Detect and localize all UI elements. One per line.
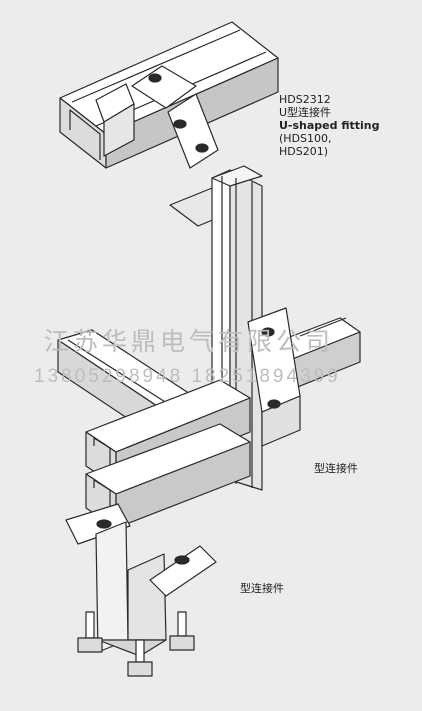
bottom-fitting-label: 型连接件: [240, 582, 284, 595]
middle-fitting-label: 型连接件: [314, 462, 358, 475]
bolt-center: [127, 639, 153, 677]
fitting-code: HDS2312: [279, 93, 331, 106]
fitting-compat-1: (HDS100,: [279, 132, 332, 145]
lower-channel-b: [85, 423, 251, 529]
bottom-u-bracket: [65, 503, 217, 657]
fitting-compat-2: HDS201): [279, 145, 329, 158]
fitting-name-cn: U型连接件: [279, 106, 332, 119]
bolt-right: [169, 611, 195, 651]
bolt-left: [77, 611, 103, 653]
fitting-name-en: U-shaped fitting: [279, 119, 380, 132]
middle-u-fitting: [247, 307, 301, 447]
fitting-callout: HDS2312 U型连接件 U-shaped fitting (HDS100, …: [279, 93, 379, 158]
top-u-fitting: [95, 65, 219, 169]
